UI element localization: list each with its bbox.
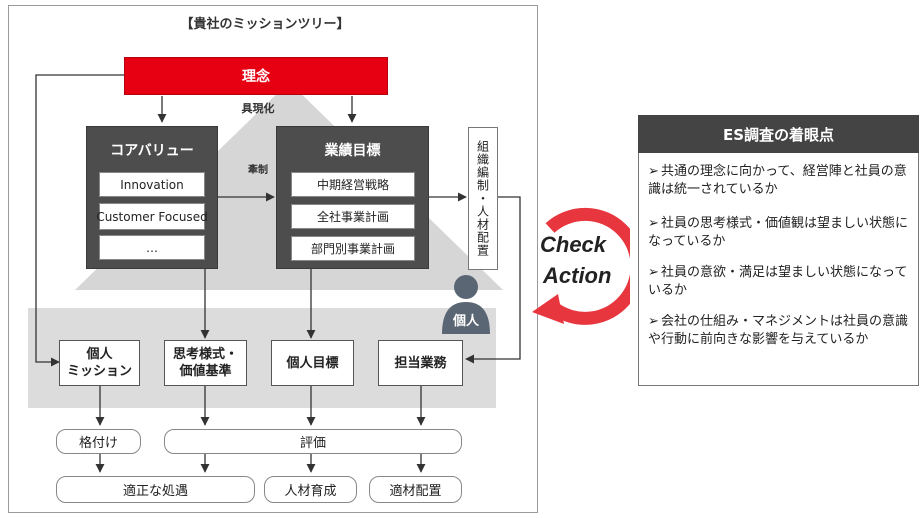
performance-goal-item: 全社事業計画 — [291, 204, 415, 229]
bullet-arrow-icon: ➢ — [648, 216, 659, 231]
right-placement-pill: 適材配置 — [369, 476, 462, 503]
cycle-arrow-icon — [532, 207, 630, 325]
core-value-item: Customer Focused — [96, 203, 208, 230]
philosophy-box: 理念 — [124, 57, 388, 95]
bullet-arrow-icon: ➢ — [648, 314, 659, 329]
es-point-item: ➢会社の仕組み・マネジメントは社員の意識や行動に前向きな影響を与えているか — [648, 314, 909, 347]
restraint-label: 牽制 — [248, 165, 268, 176]
core-values-title: コアバリュー — [110, 143, 194, 159]
es-point-item: ➢社員の意欲・満足は望ましい状態になっているか — [648, 265, 908, 298]
bullet-arrow-icon: ➢ — [648, 265, 659, 280]
es-point-item: ➢共通の理念に向かって、経営陣と社員の意識は統一されているか — [648, 164, 907, 197]
es-survey-panel — [638, 115, 919, 386]
check-label: Check — [540, 232, 607, 257]
bullet-arrow-icon: ➢ — [648, 164, 659, 179]
grading-pill: 格付け — [56, 429, 141, 454]
embodiment-label: 具現化 — [241, 102, 275, 115]
org-staffing-box: 組織編制・人材配置 — [468, 127, 498, 270]
fair-treatment-pill: 適正な処遇 — [56, 476, 255, 503]
person-icon — [442, 275, 490, 334]
individual-mission-box: 個人 ミッション — [59, 340, 140, 386]
individual-label: 個人 — [452, 314, 479, 329]
es-survey-title: ES調査の着眼点 — [638, 115, 919, 153]
core-value-item: … — [99, 235, 205, 260]
performance-goals-title: 業績目標 — [324, 143, 381, 159]
mission-tree-frame — [8, 5, 538, 513]
action-label: Action — [543, 263, 612, 288]
evaluation-pill: 評価 — [164, 429, 462, 454]
mission-tree-title: 【貴社のミッションツリー】 — [180, 17, 350, 32]
performance-goal-item: 中期経営戦略 — [291, 172, 415, 197]
performance-goal-item: 部門別事業計画 — [291, 236, 415, 261]
thinking-style-box: 思考様式・ 価値基準 — [164, 340, 247, 386]
core-value-item: Innovation — [99, 172, 205, 197]
talent-development-pill: 人材育成 — [264, 476, 357, 503]
es-point-item: ➢社員の思考様式・価値観は望ましい状態になっているか — [648, 216, 909, 249]
individual-goal-box: 個人目標 — [271, 340, 354, 386]
assigned-duties-box: 担当業務 — [378, 340, 463, 386]
